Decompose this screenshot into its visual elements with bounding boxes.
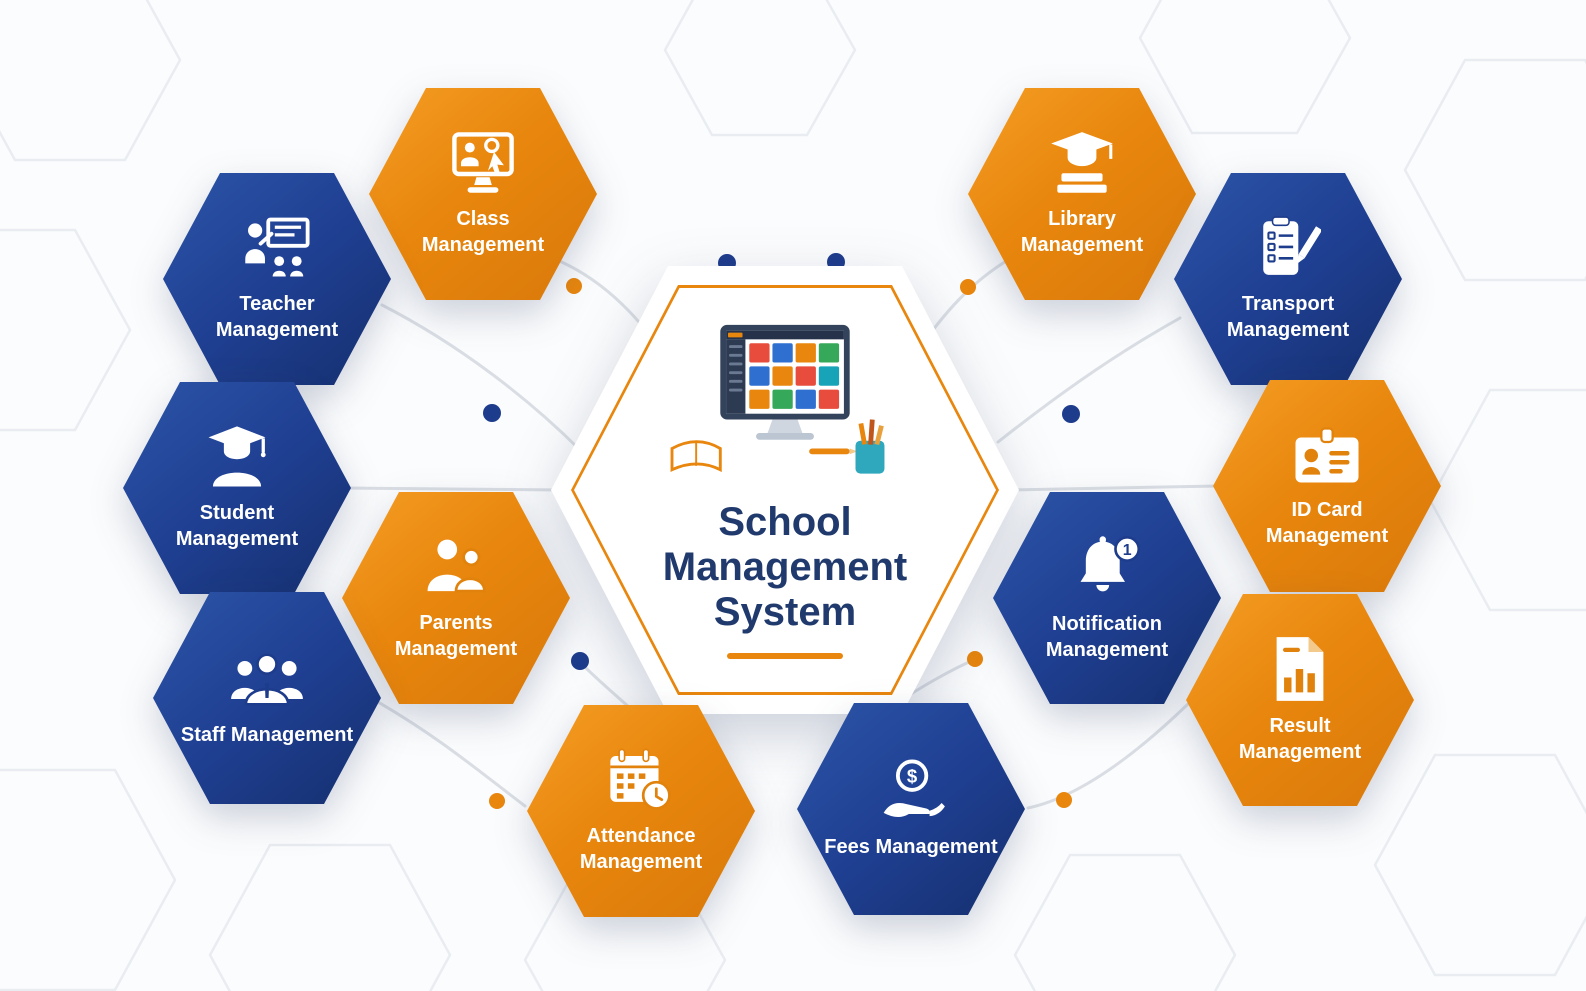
center-hexagon: School Management System	[551, 266, 1019, 714]
hex-node-id-card-management: ID Card Management	[1213, 380, 1441, 592]
staff-group-icon	[231, 653, 303, 706]
center-title: School Management System	[662, 500, 908, 634]
hex-label: Class Management	[421, 208, 545, 256]
parent-child-icon	[427, 539, 486, 593]
bell-icon: 1	[1080, 536, 1141, 592]
dollar-symbol: $	[907, 765, 918, 786]
hex-label: Result Management	[1238, 715, 1362, 763]
title-underline-accent	[727, 652, 843, 659]
graduation-books-icon	[1051, 132, 1113, 193]
notification-badge-count: 1	[1123, 542, 1132, 559]
hex-node-result-management: Result Management	[1186, 594, 1414, 806]
hex-label: Fees Management	[824, 836, 998, 858]
hex-node-class-management: Class Management	[369, 88, 597, 300]
hex-label: Attendance Management	[579, 825, 703, 873]
class-monitor-icon	[452, 132, 514, 193]
hex-label: Student Management	[175, 502, 299, 550]
teacher-presenting-icon	[245, 217, 310, 277]
hex-label: Transport Management	[1226, 293, 1350, 341]
hex-label: Library Management	[1020, 208, 1144, 256]
hex-label: Staff Management	[180, 724, 354, 746]
result-document-chart-icon	[1276, 637, 1324, 701]
hex-node-teacher-management: Teacher Management	[163, 173, 391, 385]
hex-node-transport-management: Transport Management	[1174, 173, 1402, 385]
graduate-cap-icon	[208, 426, 266, 487]
id-card-icon	[1295, 426, 1359, 482]
hex-node-library-management: Library Management	[968, 88, 1196, 300]
hand-dollar-coin-icon: $	[883, 759, 945, 817]
hex-node-attendance-management: Attendance Management	[527, 705, 755, 917]
hex-label: Parents Management	[394, 612, 518, 660]
calendar-clock-icon	[610, 748, 671, 810]
dashboard-computer-illustration	[670, 325, 885, 474]
hex-node-parents-management: Parents Management	[342, 492, 570, 704]
hex-label: ID Card Management	[1265, 498, 1389, 547]
hex-label: Notification Management	[1045, 613, 1169, 661]
hex-node-staff-management: Staff Management	[153, 592, 381, 804]
checklist-pencil-icon	[1263, 216, 1321, 275]
hex-node-student-management: Student Management	[123, 382, 351, 594]
hex-node-fees-management: $ Fees Management	[797, 703, 1025, 915]
hex-label: Teacher Management	[215, 293, 339, 341]
hex-node-notification-management: 1 Notification Management	[993, 492, 1221, 704]
